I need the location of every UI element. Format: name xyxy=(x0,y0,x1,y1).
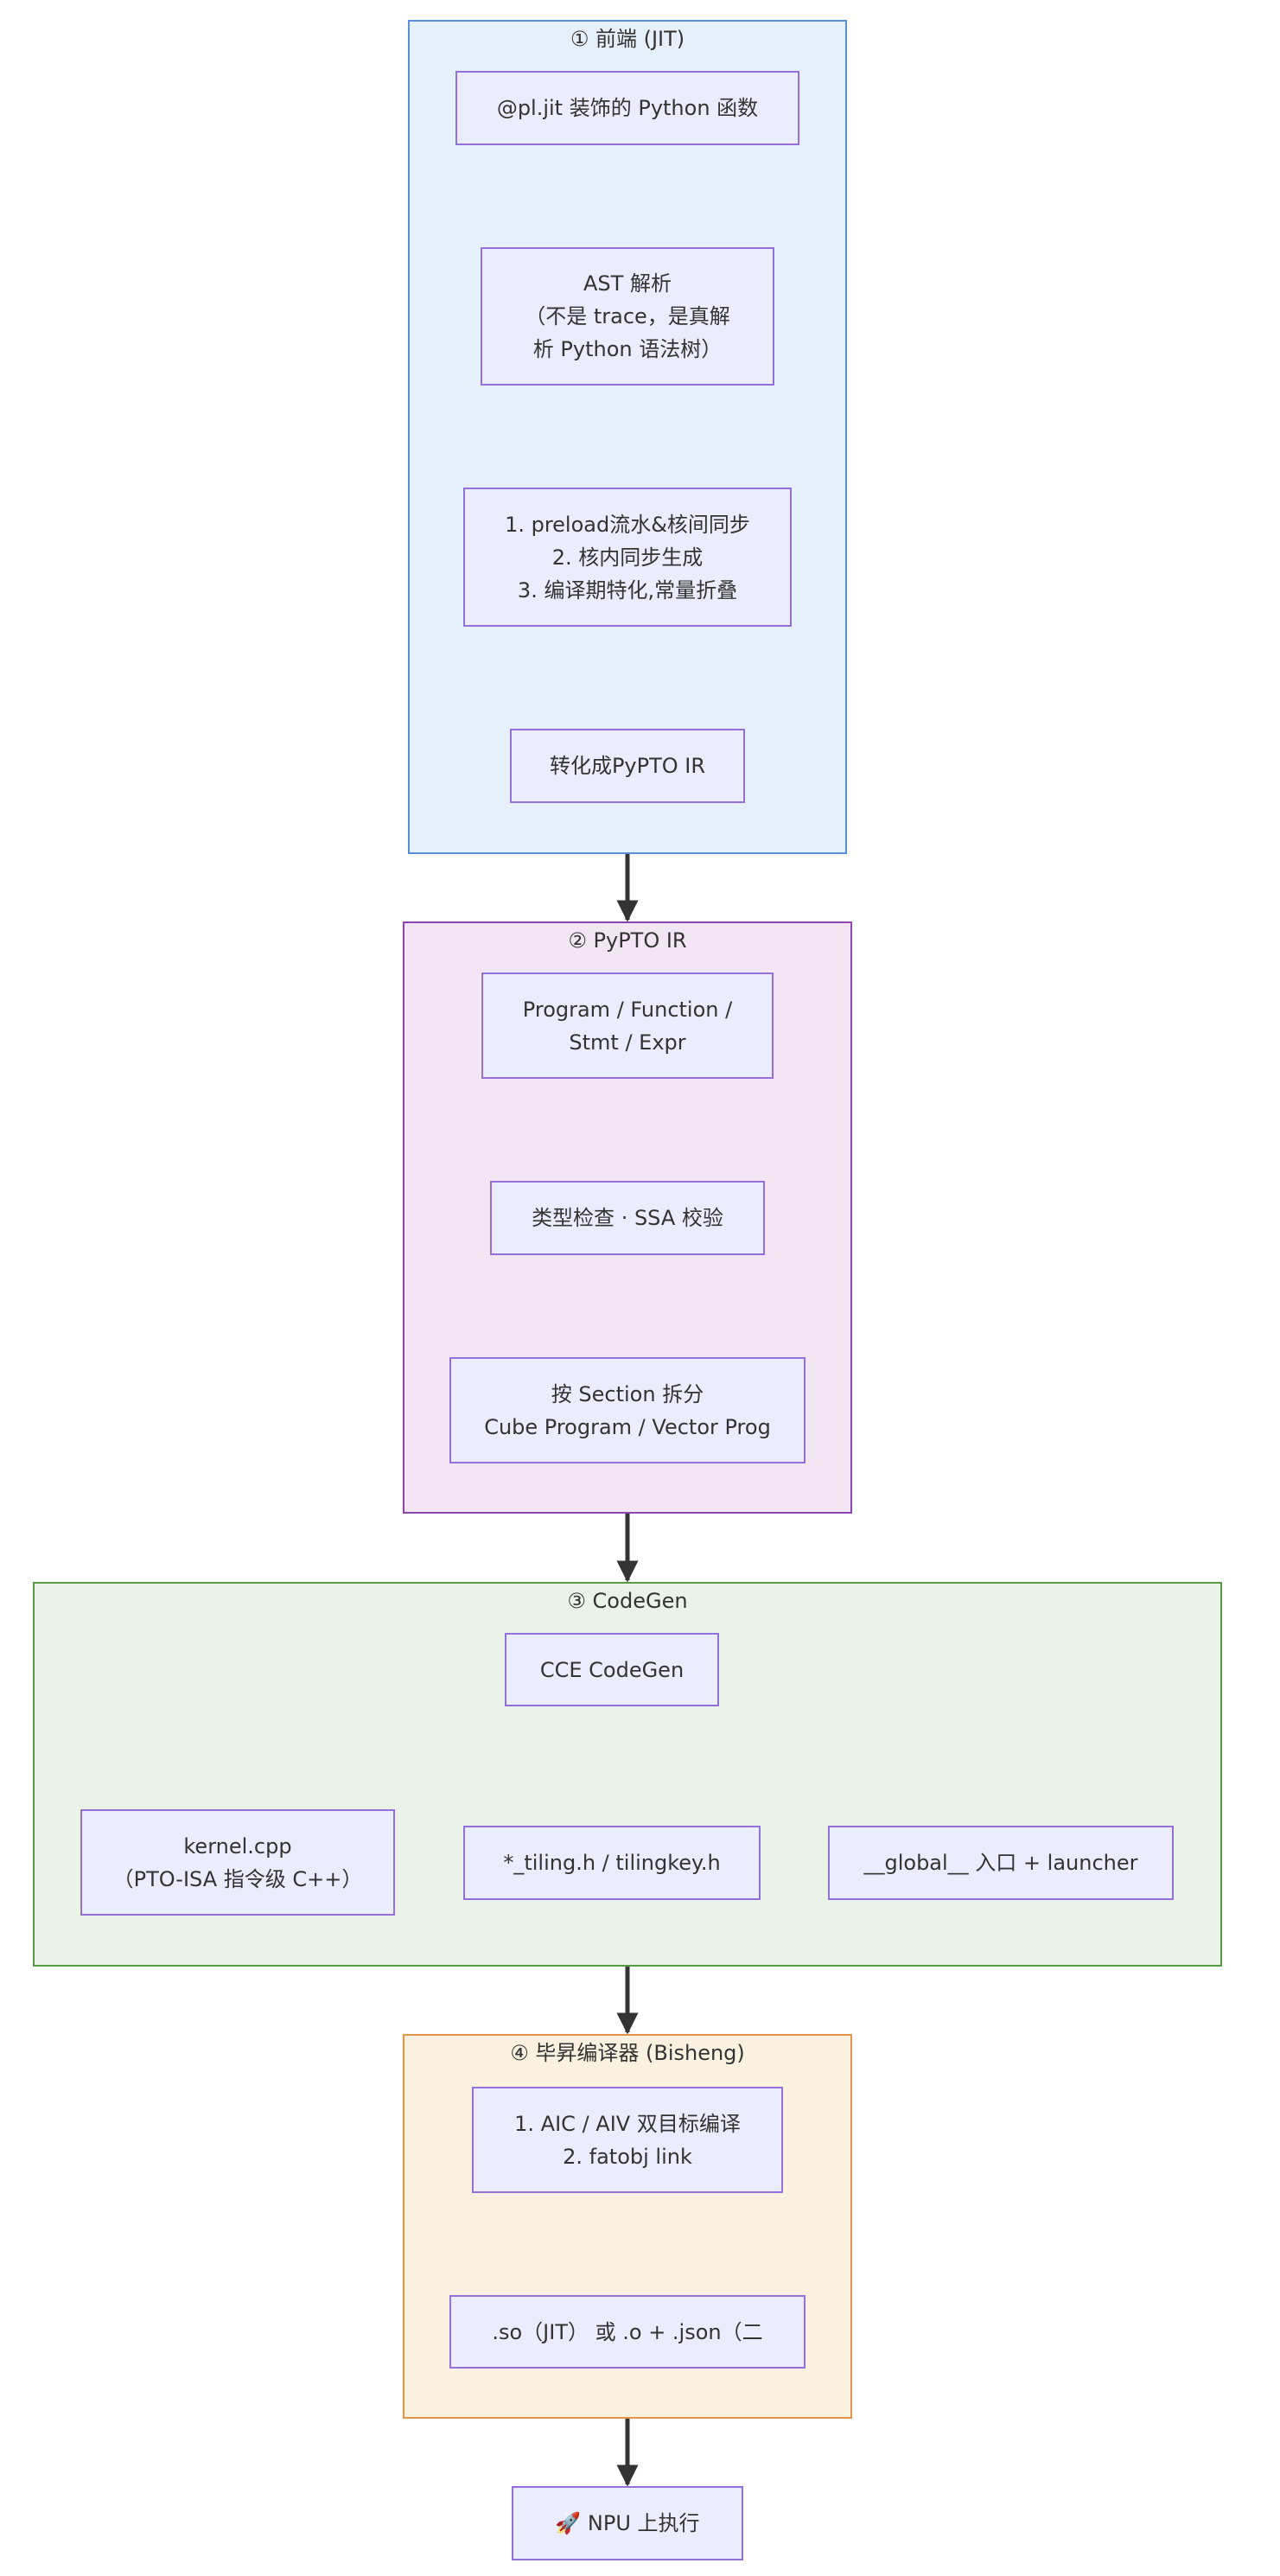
node-label: 类型检查 · SSA 校验 xyxy=(532,1206,723,1230)
launcher-node[interactable]: __global__ 入口 + launcher xyxy=(828,1826,1174,1900)
program-node[interactable]: Program / Function / Stmt / Expr xyxy=(481,972,774,1079)
decorator-node[interactable]: @pl.jit 装饰的 Python 函数 xyxy=(455,71,799,145)
cluster-title: ① 前端 (JIT) xyxy=(570,27,685,51)
node-label: 析 Python 语法树） xyxy=(532,337,723,361)
to-ir-node[interactable]: 转化成PyPTO IR xyxy=(510,729,745,803)
node-label: 按 Section 拆分 xyxy=(551,1381,704,1406)
node-label: 1. AIC / AIV 双目标编译 xyxy=(514,2111,741,2136)
cluster-title: ③ CodeGen xyxy=(567,1589,688,1613)
node-label: Cube Program / Vector Prog xyxy=(484,1414,771,1439)
node-label: *_tiling.h / tilingkey.h xyxy=(503,1851,721,1875)
kernel-cpp-node[interactable]: kernel.cpp （PTO-ISA 指令级 C++） xyxy=(80,1809,395,1916)
npu-execute-node[interactable]: 🚀 NPU 上执行 xyxy=(512,2486,743,2560)
frontend-cluster: ① 前端 (JIT) xyxy=(408,20,847,854)
cluster-title: ② PyPTO IR xyxy=(568,928,687,953)
node-label: Stmt / Expr xyxy=(569,1030,686,1055)
passes-node[interactable]: 1. preload流水&核间同步 2. 核内同步生成 3. 编译期特化,常量折… xyxy=(463,488,792,627)
node-label: kernel.cpp xyxy=(183,1833,292,1859)
node-label: （PTO-ISA 指令级 C++） xyxy=(112,1866,363,1891)
node-label: CCE CodeGen xyxy=(539,1657,685,1682)
cluster-title: ④ 毕昇编译器 (Bisheng) xyxy=(510,2041,745,2065)
node-label: Program / Function / xyxy=(522,997,733,1022)
node-label: （不是 trace，是真解 xyxy=(525,304,730,328)
node-label: 2. fatobj link xyxy=(563,2144,692,2169)
node-label: __global__ 入口 + launcher xyxy=(863,1851,1138,1875)
node-label: AST 解析 xyxy=(583,271,672,296)
node-label: 1. preload流水&核间同步 xyxy=(505,512,750,537)
type-check-node[interactable]: 类型检查 · SSA 校验 xyxy=(490,1181,765,1255)
ast-node[interactable]: AST 解析 （不是 trace，是真解 析 Python 语法树） xyxy=(481,247,774,386)
node-label: 转化成PyPTO IR xyxy=(549,754,706,778)
cce-codegen-node[interactable]: CCE CodeGen xyxy=(505,1633,719,1706)
node-label: 2. 核内同步生成 xyxy=(551,545,704,570)
tiling-node[interactable]: *_tiling.h / tilingkey.h xyxy=(463,1826,761,1900)
output-artifact-node[interactable]: .so（JIT） 或 .o + .json（二 xyxy=(449,2295,806,2369)
node-label: .so（JIT） 或 .o + .json（二 xyxy=(492,2319,763,2344)
node-label: 3. 编译期特化,常量折叠 xyxy=(517,577,738,603)
bisheng-compile-node[interactable]: 1. AIC / AIV 双目标编译 2. fatobj link xyxy=(472,2087,783,2193)
node-label: @pl.jit 装饰的 Python 函数 xyxy=(496,96,759,120)
section-split-node[interactable]: 按 Section 拆分 Cube Program / Vector Prog xyxy=(449,1357,806,1463)
node-label: 🚀 NPU 上执行 xyxy=(555,2511,700,2535)
